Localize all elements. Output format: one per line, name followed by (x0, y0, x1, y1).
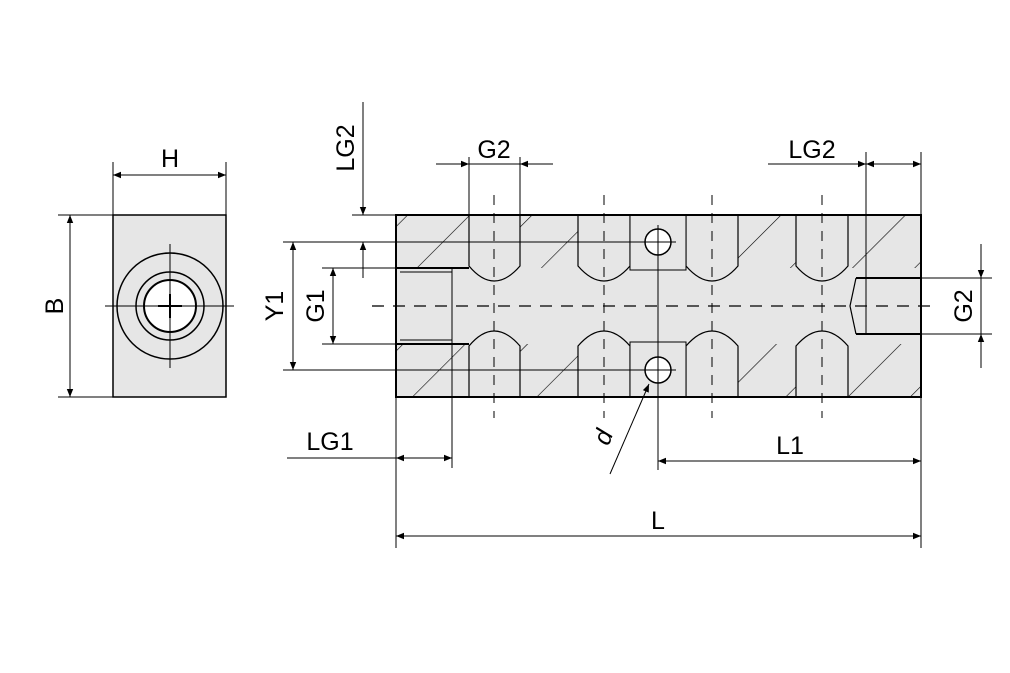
port-top-3 (685, 215, 739, 282)
l1-label: L1 (776, 432, 804, 460)
end-view: H B (41, 145, 234, 398)
b-label: B (41, 298, 69, 315)
lg2-left-label: LG2 (332, 124, 360, 171)
section-outline (395, 214, 922, 398)
section-view (372, 195, 936, 470)
g2-right-label: G2 (950, 289, 978, 322)
d-leader-line (609, 383, 650, 475)
g1-label: G1 (302, 289, 330, 322)
port-top-1 (468, 215, 521, 282)
y1-label: Y1 (261, 291, 289, 322)
d-label: d (588, 425, 619, 449)
l-label: L (651, 507, 665, 535)
g2-top-label: G2 (477, 136, 510, 164)
lg1-label: LG1 (306, 428, 353, 456)
port-top-4 (795, 215, 849, 282)
lg2-top-label: LG2 (788, 136, 835, 164)
section-dimensions: G2 LG2 LG2 Y1 G1 G2 LG1 (261, 102, 992, 548)
h-label: H (161, 145, 179, 173)
